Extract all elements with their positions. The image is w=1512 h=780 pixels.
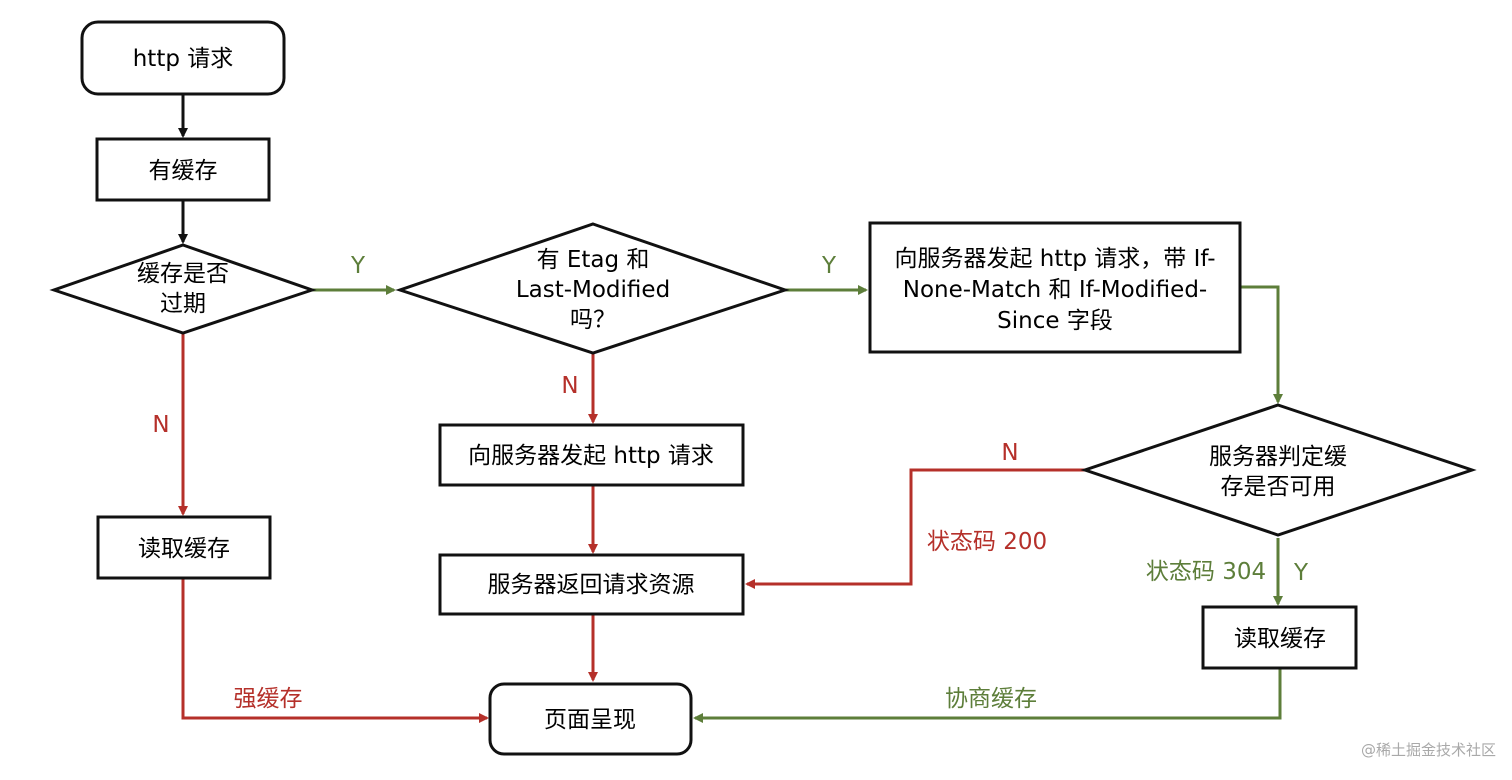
- edge-label-y1: Y: [350, 253, 366, 279]
- node-send-http: 向服务器发起 http 请求: [438, 423, 745, 487]
- node-read-cache-right-label: 读取缓存: [1234, 626, 1326, 652]
- node-send-conditional-line3: Since 字段: [997, 308, 1113, 334]
- node-http-request-label: http 请求: [133, 46, 234, 72]
- node-page-render-label: 页面呈现: [544, 707, 636, 733]
- node-server-check: 服务器判定缓 存是否可用: [1080, 403, 1477, 537]
- watermark: @稀土掘金技术社区: [1360, 741, 1496, 759]
- edge-strong-cache: [181, 578, 489, 723]
- edge-label-status-200: 状态码 200: [927, 529, 1047, 555]
- node-http-request: http 请求: [80, 20, 286, 96]
- node-cache-expired-line2: 过期: [160, 291, 206, 317]
- node-server-return: 服务器返回请求资源: [438, 553, 745, 616]
- node-cache-expired: 缓存是否 过期: [49, 243, 317, 335]
- node-server-check-line1: 服务器判定缓: [1209, 444, 1347, 470]
- edge-check-no-200: [745, 468, 1085, 589]
- node-read-cache-right: 读取缓存: [1201, 605, 1358, 670]
- edge-label-status-304: 状态码 304: [1146, 559, 1266, 585]
- edge-label-n3: N: [1001, 440, 1018, 466]
- node-etag-check-line2: Last-Modified: [516, 277, 670, 303]
- node-server-return-label: 服务器返回请求资源: [488, 572, 695, 598]
- node-etag-check-line3: 吗？: [570, 307, 616, 333]
- edge-conditional-to-check: [1240, 285, 1283, 404]
- edge-label-strong-cache: 强缓存: [234, 686, 303, 712]
- node-server-check-line2: 存是否可用: [1221, 474, 1336, 500]
- edges: [178, 94, 1283, 723]
- node-send-conditional-line1: 向服务器发起 http 请求，带 If-: [894, 246, 1215, 272]
- node-page-render: 页面呈现: [488, 682, 693, 756]
- node-etag-check: 有 Etag 和 Last-Modified 吗？: [395, 222, 790, 355]
- edge-label-y2: Y: [821, 253, 837, 279]
- node-send-conditional-line2: None-Match 和 If-Modified-: [903, 277, 1207, 303]
- node-send-conditional: 向服务器发起 http 请求，带 If- None-Match 和 If-Mod…: [868, 221, 1242, 354]
- edge-label-n1: N: [152, 412, 169, 438]
- node-read-cache-left: 读取缓存: [96, 515, 272, 580]
- node-etag-check-line1: 有 Etag 和: [537, 247, 650, 273]
- node-read-cache-left-label: 读取缓存: [138, 536, 230, 562]
- edge-label-negotiated-cache: 协商缓存: [945, 686, 1037, 712]
- node-has-cache: 有缓存: [95, 137, 271, 202]
- edge-label-n2: N: [561, 373, 578, 399]
- node-cache-expired-line1: 缓存是否: [137, 261, 229, 287]
- edge-negotiated-cache: [693, 669, 1282, 723]
- node-send-http-label: 向服务器发起 http 请求: [468, 443, 714, 469]
- edge-label-y3: Y: [1293, 560, 1309, 586]
- node-has-cache-label: 有缓存: [149, 158, 218, 184]
